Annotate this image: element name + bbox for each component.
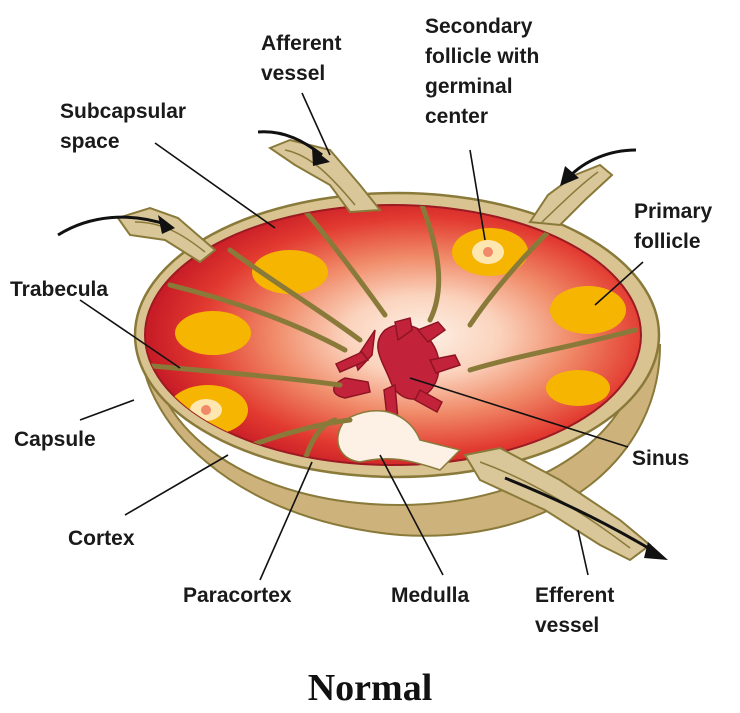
label-capsule: Capsule [14,428,96,451]
label-afferent-vessel: Afferent vessel [261,32,347,85]
label-efferent-vessel: Efferent vessel [535,584,620,637]
label-paracortex: Paracortex [183,584,292,607]
follicle [546,370,610,406]
label-primary-follicle: Primary follicle [634,200,718,253]
primary-follicle [550,286,626,334]
diagram-title: Normal [308,667,433,709]
arrowhead [644,542,668,560]
label-sinus: Sinus [632,447,689,470]
follicle [175,311,251,355]
label-secondary-follicle: Secondary follicle with germinal center [425,15,545,128]
label-trabecula: Trabecula [10,278,108,301]
lymph-node-body [135,193,660,536]
label-subcapsular-space: Subcapsular space [60,100,192,153]
germinal-center-core [483,247,493,257]
label-cortex: Cortex [68,527,135,550]
label-medulla: Medulla [391,584,469,607]
germinal-center-core [201,405,211,415]
